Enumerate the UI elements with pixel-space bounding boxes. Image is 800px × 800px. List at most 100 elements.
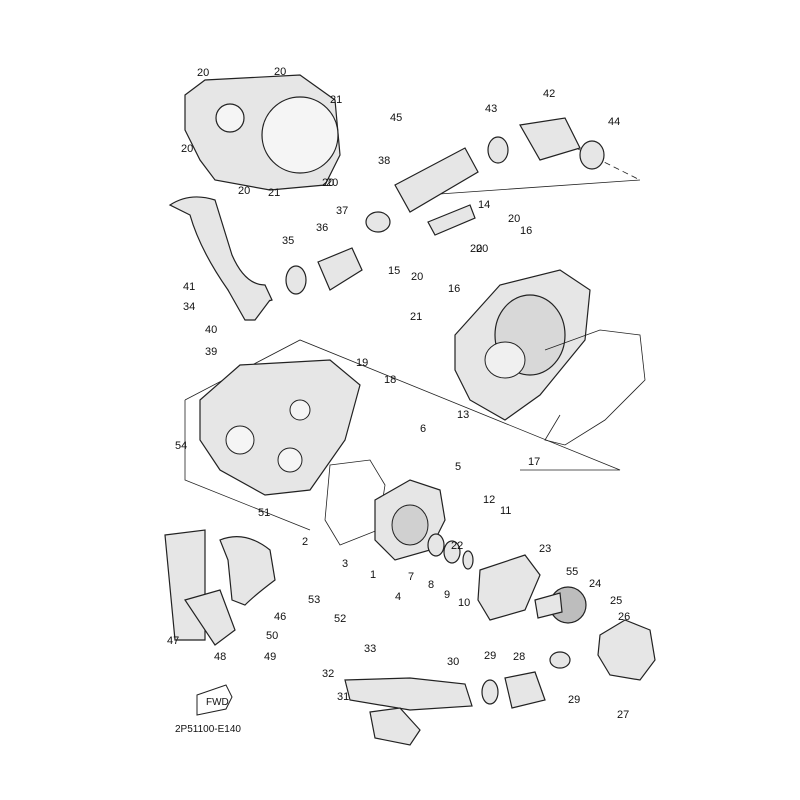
- callout-31: 31: [337, 691, 349, 703]
- joint-42: [519, 117, 581, 161]
- clamp-44: [579, 140, 605, 170]
- callout-8: 8: [428, 579, 434, 591]
- callout-44: 44: [608, 116, 620, 128]
- callout-17: 17: [528, 456, 540, 468]
- callout-53: 53: [308, 594, 320, 606]
- callout-42: 42: [543, 88, 555, 100]
- callout-14: 14: [478, 199, 490, 211]
- air-duct-34-lower: [227, 289, 271, 321]
- callout-48: 48: [214, 651, 226, 663]
- callout-21: 21: [268, 187, 280, 199]
- fwd-arrow-icon: FWD: [196, 684, 233, 716]
- callout-52: 52: [334, 613, 346, 625]
- callout-20: 20: [411, 271, 423, 283]
- callout-18: 18: [384, 374, 396, 386]
- callout-29: 29: [484, 650, 496, 662]
- diagram-code: 2P51100-E140: [175, 724, 241, 735]
- callout-20: 20: [326, 177, 338, 189]
- joint-36: [317, 247, 363, 291]
- callout-20: 20: [181, 143, 193, 155]
- duct-48: [184, 589, 236, 646]
- callout-11: 11: [500, 505, 511, 517]
- clamp-35: [285, 265, 307, 295]
- bracket-14: [427, 204, 476, 236]
- callout-50: 50: [266, 630, 278, 642]
- callout-54: 54: [175, 440, 187, 452]
- clamp-29b: [549, 651, 571, 669]
- clamp-29: [481, 679, 499, 705]
- cover-1: [374, 479, 446, 561]
- shaft-55: [534, 592, 563, 619]
- callout-51: 51: [258, 507, 270, 519]
- callout-43: 43: [485, 103, 497, 115]
- callout-55: 55: [566, 566, 578, 578]
- callout-15: 15: [388, 265, 400, 277]
- callout-20: 20: [274, 66, 286, 78]
- hose-28: [504, 671, 546, 709]
- callout-3: 3: [342, 558, 348, 570]
- crankcase-cover-upper: [184, 74, 341, 191]
- callout-20: 20: [197, 67, 209, 79]
- callout-26: 26: [618, 611, 630, 623]
- callout-23: 23: [539, 543, 551, 555]
- callout-38: 38: [378, 155, 390, 167]
- plate-47: [164, 529, 206, 641]
- callout-22: 22: [451, 540, 463, 552]
- callout-5: 5: [455, 461, 461, 473]
- cover-boundary-line: [424, 179, 641, 196]
- callout-6: 6: [420, 423, 426, 435]
- callout-25: 25: [610, 595, 622, 607]
- duct-46: [219, 536, 276, 606]
- clamp-37: [365, 211, 391, 233]
- callout-21: 21: [410, 311, 422, 323]
- callout-29: 29: [568, 694, 580, 706]
- callout-41: 41: [183, 281, 195, 293]
- callout-24: 24: [589, 578, 601, 590]
- callout-46: 46: [274, 611, 286, 623]
- callout-20: 20: [322, 177, 334, 189]
- callout-10: 10: [458, 597, 470, 609]
- callout-37: 37: [336, 205, 348, 217]
- callout-28: 28: [513, 651, 525, 663]
- callout-36: 36: [316, 222, 328, 234]
- callout-27: 27: [617, 709, 629, 721]
- callout-32: 32: [322, 668, 334, 680]
- crankcase-boundary-lower: [184, 400, 311, 531]
- callout-20: 20: [238, 185, 250, 197]
- callout-13: 13: [457, 409, 469, 421]
- callout-20: 20: [508, 213, 520, 225]
- crankcase-main: [199, 359, 361, 496]
- callout-30: 30: [447, 656, 459, 668]
- callout-40: 40: [205, 324, 217, 336]
- callout-16: 16: [448, 283, 460, 295]
- air-duct-34: [168, 196, 273, 304]
- callout-33: 33: [364, 643, 376, 655]
- callout-47: 47: [167, 635, 179, 647]
- clamp-43: [487, 136, 509, 164]
- callout-49: 49: [264, 651, 276, 663]
- callout-20: 20: [470, 243, 482, 255]
- callout-7: 7: [408, 571, 414, 583]
- callout-12: 12: [483, 494, 495, 506]
- seal-7: [427, 533, 445, 557]
- crankcase-cover-13: [454, 269, 591, 421]
- callout-16: 16: [520, 225, 532, 237]
- callout-34: 34: [183, 301, 195, 313]
- callout-45: 45: [390, 112, 402, 124]
- callout-39: 39: [205, 346, 217, 358]
- cover-26: [597, 619, 656, 681]
- callout-2: 2: [302, 536, 308, 548]
- fwd-label: FWD: [206, 697, 229, 708]
- callout-19: 19: [356, 357, 368, 369]
- callout-20: 20: [476, 243, 488, 255]
- callout-1: 1: [370, 569, 376, 581]
- housing-22: [477, 554, 541, 621]
- callout-35: 35: [282, 235, 294, 247]
- duct-30: [344, 677, 473, 711]
- plate-31: [369, 707, 421, 746]
- callout-4: 4: [395, 591, 401, 603]
- callout-21: 21: [330, 94, 342, 106]
- callout-9: 9: [444, 589, 450, 601]
